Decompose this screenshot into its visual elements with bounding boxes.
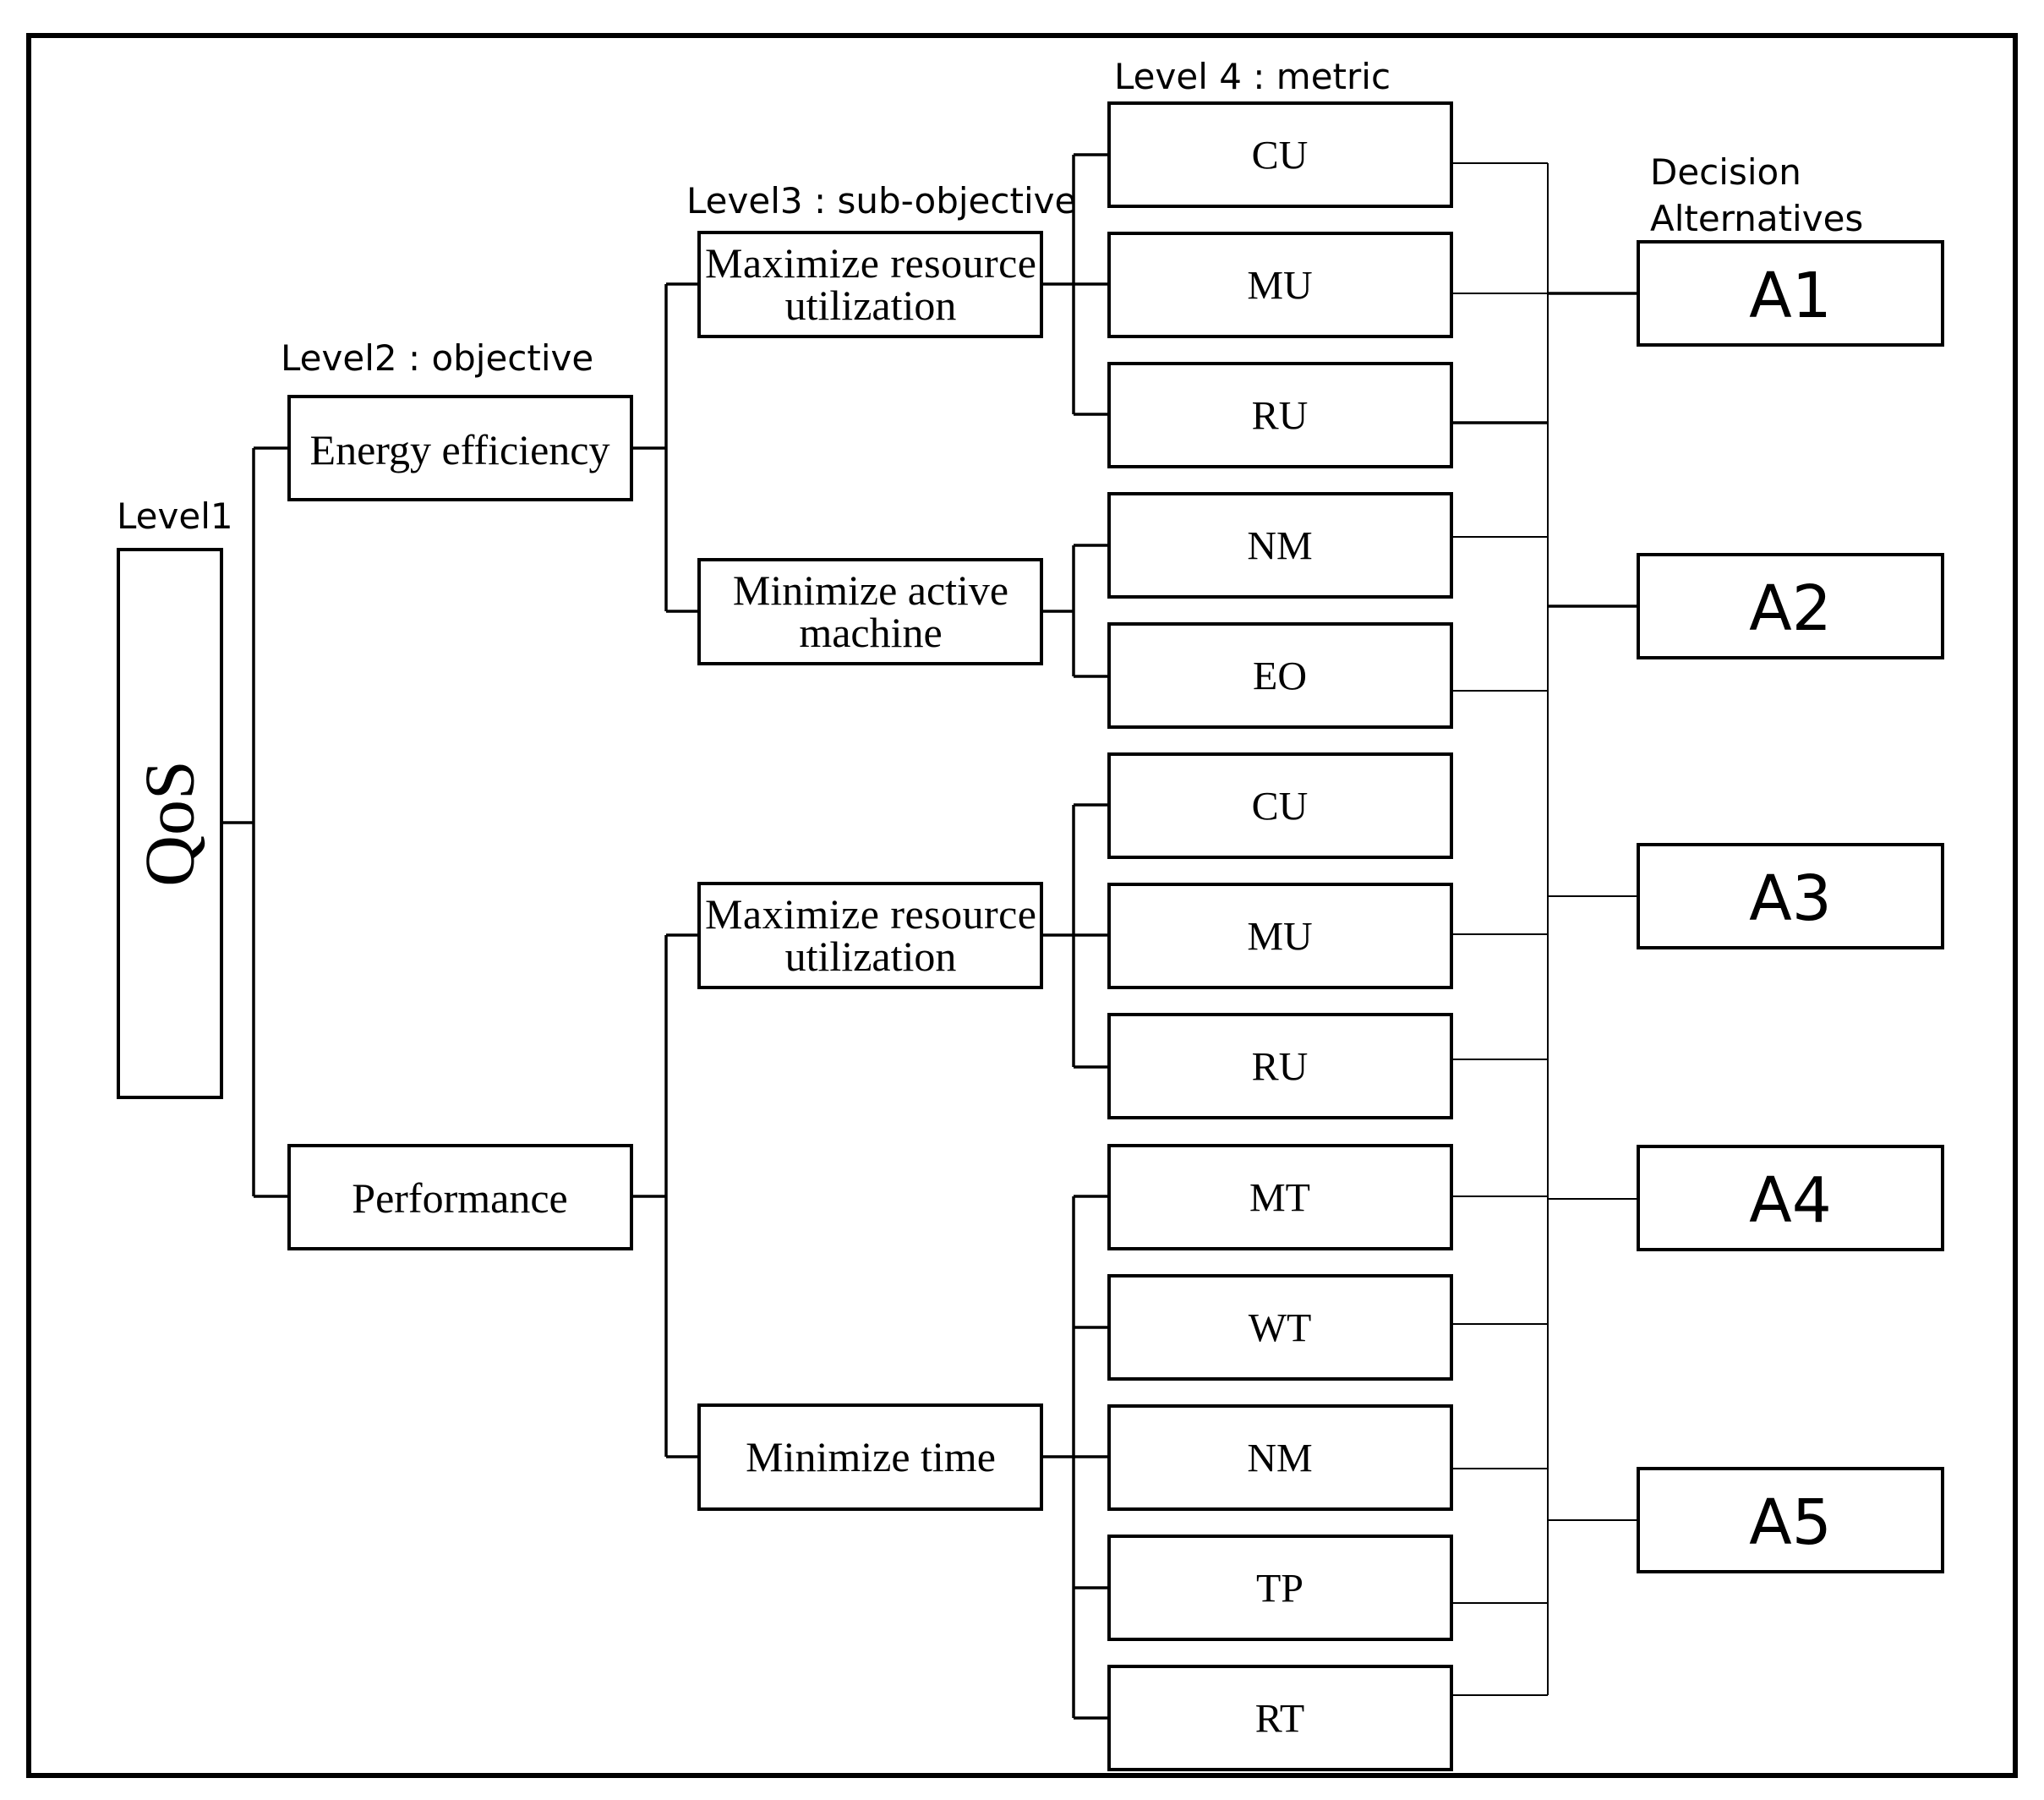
metric-label: MT <box>1249 1176 1310 1221</box>
performance-label: Performance <box>352 1174 567 1222</box>
level2-label: Level2 : objective <box>281 337 593 379</box>
alternative-label: A2 <box>1749 572 1832 645</box>
alternative-label: A1 <box>1749 260 1832 332</box>
level1-label: Level1 <box>117 495 233 537</box>
alternative-box: A3 <box>1637 843 1944 949</box>
metric-label: RU <box>1252 394 1309 439</box>
metric-label: CU <box>1252 134 1309 178</box>
performance-maximize-label-line2: utilization <box>785 933 957 980</box>
metric-label: NM <box>1247 1436 1312 1481</box>
node-qos: QoS <box>117 548 223 1099</box>
alternative-label: A4 <box>1749 1164 1832 1237</box>
metric-box: RU <box>1107 362 1453 468</box>
alternative-label: A3 <box>1749 862 1832 935</box>
alternative-label: A5 <box>1749 1486 1832 1559</box>
energy-maximize-label-line2: utilization <box>785 282 957 329</box>
metric-box: CU <box>1107 101 1453 208</box>
energy-minimize-label-line1: Minimize active <box>733 566 1008 614</box>
alternative-box: A2 <box>1637 553 1944 659</box>
energy-maximize-label-line1: Maximize resource <box>705 239 1036 287</box>
performance-minimize-time-label: Minimize time <box>746 1433 996 1480</box>
alternative-box: A1 <box>1637 240 1944 347</box>
metric-box: EO <box>1107 622 1453 729</box>
metric-box: MU <box>1107 883 1453 989</box>
node-performance-minimize-time: Minimize time <box>697 1403 1043 1511</box>
metric-label: MU <box>1247 915 1312 960</box>
level4-label: Level 4 : metric <box>1114 56 1391 97</box>
metric-label: EO <box>1253 654 1307 699</box>
performance-maximize-label-line1: Maximize resource <box>705 890 1036 938</box>
level3-label: Level3 : sub-objective <box>686 180 1076 222</box>
connector-lines <box>221 153 1638 1720</box>
energy-minimize-label-line2: machine <box>799 609 942 656</box>
node-performance-maximize-resource-utilization: Maximize resource utilization <box>697 882 1043 989</box>
node-performance: Performance <box>287 1144 633 1250</box>
alternative-box: A5 <box>1637 1467 1944 1573</box>
energy-efficiency-label: Energy efficiency <box>310 426 610 473</box>
metric-box: TP <box>1107 1535 1453 1641</box>
metric-label: MU <box>1247 264 1312 309</box>
alternative-box: A4 <box>1637 1145 1944 1251</box>
metric-box: MU <box>1107 232 1453 338</box>
alternatives-label-line2: Alternatives <box>1650 198 1863 239</box>
metric-label: RT <box>1255 1697 1304 1742</box>
metric-box: RU <box>1107 1013 1453 1119</box>
metric-label: NM <box>1247 524 1312 569</box>
diagram-frame <box>26 33 2018 1778</box>
metric-box: NM <box>1107 492 1453 599</box>
metric-label: CU <box>1252 785 1309 829</box>
node-energy-maximize-resource-utilization: Maximize resource utilization <box>697 231 1043 338</box>
metric-label: TP <box>1256 1567 1303 1611</box>
alternatives-label-line1: Decision <box>1650 151 1801 193</box>
node-energy-minimize-active-machine: Minimize active machine <box>697 558 1043 665</box>
metric-label: WT <box>1249 1306 1312 1351</box>
metric-label: RU <box>1252 1045 1309 1090</box>
metric-box: WT <box>1107 1274 1453 1381</box>
metric-box: NM <box>1107 1404 1453 1511</box>
qos-label: QoS <box>131 760 210 886</box>
node-energy-efficiency: Energy efficiency <box>287 395 633 501</box>
metric-box: MT <box>1107 1144 1453 1250</box>
metric-box: CU <box>1107 752 1453 859</box>
metric-box: RT <box>1107 1665 1453 1771</box>
